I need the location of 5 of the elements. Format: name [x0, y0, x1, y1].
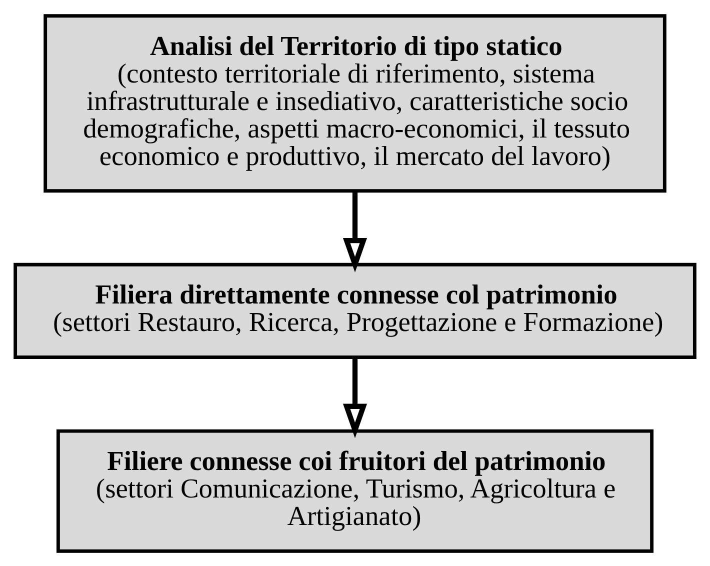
node-box: Filiera direttamente connesse col patrimonio (settori Restauro, Ricerca, Progettazione e Formazione): [14, 262, 696, 358]
node-box: Analisi del Territorio di tipo statico (contesto territoriale di riferimento, sistema infrastrutturale e insediativo, caratteristiche socio demografiche, aspetti macro-economici, il tessuto economico e produttivo, il mercato del lavoro): [44, 14, 666, 192]
arrow: [342, 357, 368, 438]
node-box: Filiere connesse coi fruitori del patrimonio (settori Comunicazione, Turismo, Agricoltura e Artigianato): [56, 428, 654, 552]
arrow: [342, 190, 368, 272]
